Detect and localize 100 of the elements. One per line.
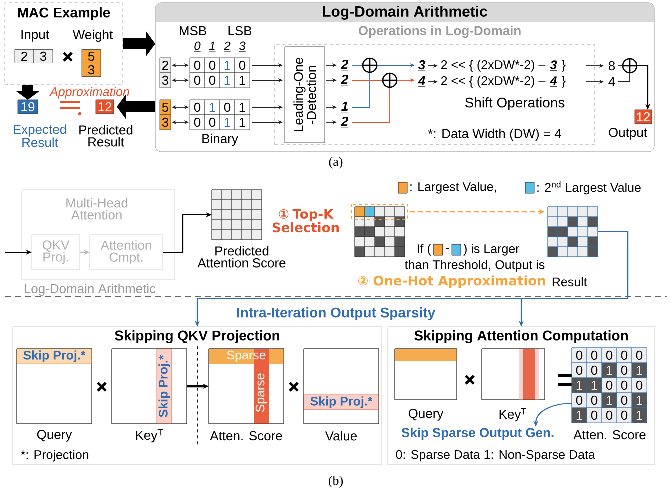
- note-text: -: [446, 248, 449, 250]
- exponent-value: 1: [341, 102, 349, 113]
- score-grid: [354, 206, 406, 258]
- shift-expression: }: [562, 76, 566, 88]
- step-label: ② One-Hot Approximation: [358, 276, 546, 288]
- score-cell: 0: [632, 378, 648, 394]
- bit-cell: 1: [220, 114, 236, 130]
- score-cell: 0: [602, 378, 618, 394]
- value-cell: 2: [160, 58, 172, 74]
- score-cell: 0: [632, 348, 648, 364]
- shift-expression: 2 << { (2xDW*-2) –: [441, 76, 546, 88]
- value-cell: 3: [160, 72, 172, 88]
- exponent-value: 4: [418, 76, 426, 88]
- matrix: Skip Proj.*: [16, 348, 92, 424]
- bit-cell: 1: [234, 114, 250, 130]
- score-cell: 1: [572, 408, 588, 424]
- legend-label: : Largest Value,: [410, 182, 496, 194]
- matrix-label: Query: [37, 430, 72, 442]
- weight-cell: 5: [82, 50, 102, 64]
- weight-cell: 3: [82, 63, 102, 77]
- value-cell: 5: [160, 100, 172, 116]
- exponent-value: 2: [341, 116, 349, 128]
- legend-label: : 2$^{nd}$ Largest Value: [538, 181, 641, 195]
- bit-cell: 1: [234, 72, 250, 88]
- bit-cell: 0: [190, 58, 206, 74]
- box-caption: Expected Result: [14, 124, 66, 148]
- bit-cell: 1: [204, 100, 220, 116]
- score-cell: 1: [586, 378, 602, 394]
- score-cell: 1: [632, 362, 648, 378]
- node-label: Operations in Log-Domain: [358, 26, 521, 38]
- exponent-value: 4: [550, 76, 558, 87]
- exponent-value: 2: [341, 60, 349, 71]
- value-cell: 3: [160, 114, 172, 130]
- input-cell: 3: [34, 50, 54, 64]
- grid-caption: Predicted Attention Score: [198, 246, 286, 268]
- score-cell: 0: [616, 392, 632, 408]
- footnote: *: Projection: [21, 450, 89, 462]
- detector-box: Leading-One -Detection: [284, 46, 326, 144]
- bit-cell: 1: [234, 100, 250, 116]
- matrix: Skip Proj.*: [304, 348, 380, 424]
- bit-cell: 0: [190, 100, 206, 116]
- step-label: ① Top-K Selection: [272, 209, 339, 233]
- matrix-label: Value: [325, 431, 358, 441]
- score-cell: 0: [616, 348, 632, 364]
- approximation-label: Approximation: [49, 87, 130, 99]
- box-caption: Predicted Result: [80, 125, 133, 147]
- section-title: Intra-Iteration Output Sparsity: [237, 307, 436, 321]
- column-index: 1: [208, 42, 216, 52]
- result-box: 12: [634, 110, 652, 124]
- score-cell: 1: [572, 378, 588, 394]
- shift-expression: }: [562, 60, 566, 72]
- note-text: If (: [418, 244, 432, 256]
- bit-cell: 1: [220, 72, 236, 88]
- bit-cell: 0: [204, 114, 220, 130]
- matrix-label: Key$^{T}$: [136, 429, 164, 443]
- column-index: 0: [194, 42, 202, 52]
- bit-cell: 0: [190, 72, 206, 88]
- score-cell: 0: [616, 362, 632, 378]
- submodule-box: QKV Proj.: [32, 234, 80, 270]
- score-cell: 0: [602, 408, 618, 424]
- note-text: Result: [552, 277, 588, 287]
- input-cell: 2: [14, 50, 34, 64]
- exponent-value: 3: [418, 60, 426, 72]
- result-box: 19: [18, 100, 38, 114]
- bit-cell: 0: [190, 114, 206, 130]
- matrix: Sparse Sparse: [208, 348, 284, 424]
- score-cell: 0: [572, 348, 588, 364]
- footnote: 0: Sparse Data 1: Non-Sparse Data: [396, 450, 596, 462]
- subfigure-label: (a): [329, 157, 343, 169]
- bit-cell: 0: [204, 58, 220, 74]
- bit-cell: 0: [220, 100, 236, 116]
- bit-cell: 0: [234, 58, 250, 74]
- bit-order-label: LSB: [228, 26, 252, 36]
- box-caption: Output: [609, 128, 648, 140]
- matrix-label: Atten. Score: [210, 431, 282, 441]
- bit-cell: 1: [220, 58, 236, 74]
- note-text: ) is Larger: [464, 244, 520, 256]
- grid-caption: Atten. Score: [574, 430, 646, 440]
- bit-order-label: MSB: [180, 26, 206, 36]
- score-cell: 0: [572, 362, 588, 378]
- note-text: Skip Sparse Output Gen.: [402, 428, 554, 440]
- score-cell: 0: [602, 348, 618, 364]
- score-cell: 0: [586, 408, 602, 424]
- score-cell: 1: [632, 408, 648, 424]
- subfigure-label: (b): [329, 476, 344, 488]
- box-caption: Log-Domain Arithmetic: [24, 284, 156, 296]
- bit-cell: 0: [204, 72, 220, 88]
- submodule-box: Attention Cmpt.: [90, 234, 164, 270]
- score-cell: 1: [602, 392, 618, 408]
- score-cell: 0: [616, 378, 632, 394]
- exponent-value: 3: [550, 60, 558, 72]
- score-cell: 1: [602, 362, 618, 378]
- score-cell: 0: [586, 392, 602, 408]
- table-caption: Binary: [202, 134, 238, 146]
- score-cell: 0: [616, 408, 632, 424]
- score-cell: 0: [572, 392, 588, 408]
- exponent-value: 2: [341, 74, 349, 86]
- field-label: Input: [22, 30, 50, 42]
- score-cell: 1: [632, 392, 648, 408]
- score-cell: 0: [586, 348, 602, 364]
